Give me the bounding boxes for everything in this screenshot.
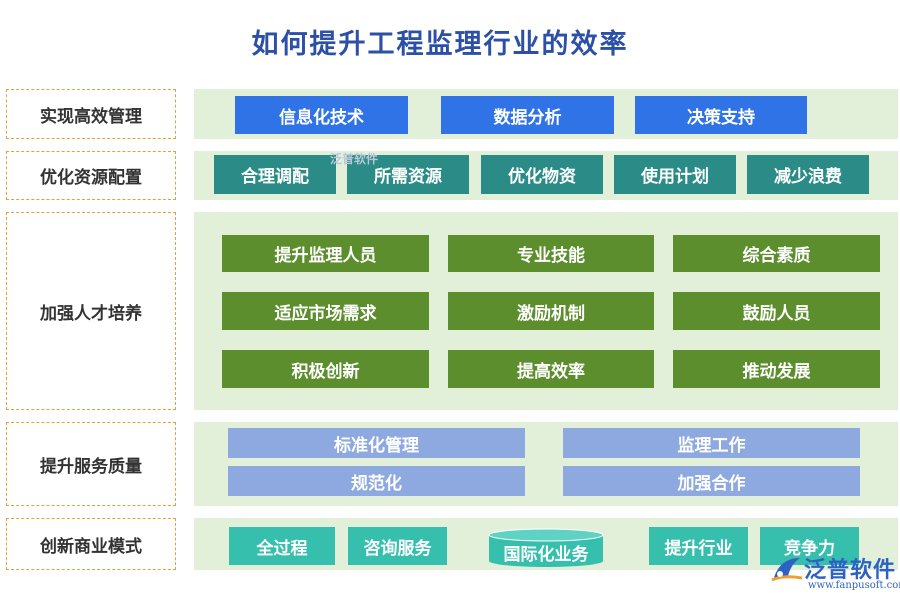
cylinder-shape: [488, 528, 604, 567]
item-supervision-work: 监理工作: [563, 428, 860, 458]
item-incentive-mechanism: 激励机制: [448, 292, 654, 330]
item-active-innovation: 积极创新: [222, 350, 429, 388]
fanpu-logo: 泛普软件 www.fanpusoft.com: [770, 552, 900, 598]
item-professional-skills: 专业技能: [448, 235, 654, 272]
item-optimize-materials: 优化物资: [481, 155, 603, 194]
item-decision-support: 决策支持: [635, 96, 807, 134]
item-improve-supervisors: 提升监理人员: [222, 235, 429, 272]
item-whole-process: 全过程: [229, 527, 335, 565]
item-promote-development: 推动发展: [673, 350, 880, 388]
item-upgrade-industry: 提升行业: [649, 527, 748, 565]
fanpu-logo-icon: [771, 558, 803, 582]
item-consulting-services: 咨询服务: [348, 527, 447, 565]
item-international-business: 国际化业务: [488, 528, 604, 568]
item-standardized-management: 标准化管理: [228, 428, 525, 458]
item-competitiveness: 竞争力: [760, 527, 859, 565]
item-required-resources: 所需资源: [347, 155, 469, 194]
item-information-technology: 信息化技术: [235, 96, 408, 134]
item-data-analysis: 数据分析: [441, 96, 614, 134]
item-reduce-waste: 减少浪费: [747, 155, 869, 194]
logo-watermark: 泛普软件: [330, 152, 379, 166]
item-normalization: 规范化: [228, 466, 525, 496]
item-usage-plan: 使用计划: [614, 155, 736, 194]
row-label-service-quality: 提升服务质量: [6, 422, 176, 506]
item-market-demand: 适应市场需求: [222, 292, 429, 330]
diagram-title: 如何提升工程监理行业的效率: [251, 29, 629, 60]
item-improve-efficiency: 提高效率: [448, 350, 654, 388]
item-overall-quality: 综合素质: [673, 235, 880, 272]
item-strengthen-cooperation: 加强合作: [563, 466, 860, 496]
row-label-talent-training: 加强人才培养: [6, 212, 176, 410]
item-reasonable-allocation: 合理调配: [214, 155, 336, 194]
logo-name: 泛普软件: [804, 558, 897, 583]
international-business-label: 国际化业务: [503, 544, 589, 565]
row-label-business-model: 创新商业模式: [6, 518, 176, 570]
row-label-resource-allocation: 优化资源配置: [6, 151, 176, 200]
item-encourage-staff: 鼓励人员: [673, 292, 880, 330]
logo-url: www.fanpusoft.com: [808, 580, 900, 591]
row-label-efficient-management: 实现高效管理: [6, 89, 176, 139]
